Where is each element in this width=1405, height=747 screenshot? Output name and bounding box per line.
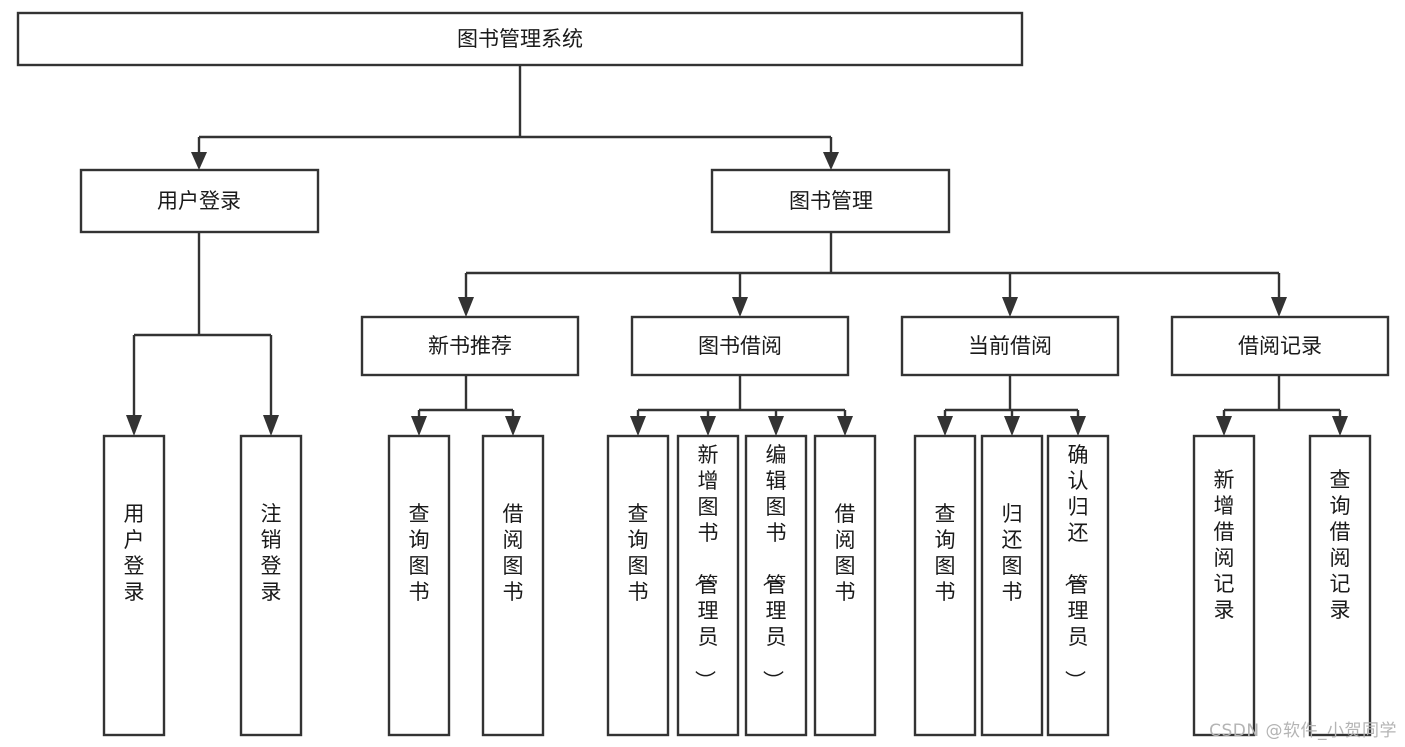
node-leaf-user-login-box[interactable]: [102, 434, 166, 737]
arrow-leaf-borrow-book-1: [505, 416, 521, 436]
connector-group-current-borrow: [937, 375, 1086, 436]
connector-group-book-borrow: [630, 375, 853, 436]
node-leaf-add-book-label: 新增图书（管理员）: [693, 443, 719, 691]
node-leaf-user-login-label: 用户登录: [124, 502, 145, 604]
node-leaf-user-logout-box[interactable]: [239, 434, 303, 737]
arrow-leaf-confirm-return: [1070, 416, 1086, 436]
node-leaf-edit-book-box[interactable]: [744, 434, 808, 737]
node-book-manage-label: 图书管理: [789, 189, 873, 213]
node-leaf-return-book-box[interactable]: [980, 434, 1044, 737]
node-leaf-query-book-1-box[interactable]: [387, 434, 451, 737]
node-root-box[interactable]: [16, 11, 1024, 67]
arrow-borrow-record: [1271, 297, 1287, 317]
connector-group-user-login: [126, 232, 279, 436]
connector-group-book-manage: [458, 232, 1287, 317]
node-leaf-query-record-box[interactable]: [1308, 434, 1372, 737]
arrow-leaf-query-book-1: [411, 416, 427, 436]
node-current-borrow[interactable]: 当前借阅: [900, 315, 1120, 377]
arrow-leaf-user-login: [126, 415, 142, 436]
node-borrow-record[interactable]: 借阅记录: [1170, 315, 1390, 377]
node-new-book-rec-label: 新书推荐: [428, 334, 512, 358]
arrow-leaf-add-book: [700, 416, 716, 436]
node-leaf-query-book-3-label: 查询图书: [935, 502, 956, 604]
connector-group-borrow-record: [1216, 375, 1348, 436]
node-leaf-return-book[interactable]: 归还图书: [980, 434, 1044, 737]
node-leaf-query-book-3-box[interactable]: [913, 434, 977, 737]
node-leaf-return-book-label: 归还图书: [1002, 502, 1023, 604]
node-leaf-borrow-book-2-label: 借阅图书: [835, 502, 856, 604]
node-leaf-user-login[interactable]: 用户登录: [102, 434, 166, 737]
node-leaf-add-record[interactable]: 新增借阅记录: [1192, 434, 1256, 737]
node-user-login-label: 用户登录: [157, 189, 241, 213]
node-leaf-user-logout-label: 注销登录: [261, 502, 282, 604]
node-borrow-record-label: 借阅记录: [1238, 334, 1322, 358]
node-book-borrow[interactable]: 图书借阅: [630, 315, 850, 377]
arrow-book-manage: [823, 152, 839, 170]
node-borrow-record-box[interactable]: [1170, 315, 1390, 377]
node-leaf-query-book-1-label: 查询图书: [409, 502, 430, 604]
node-leaf-query-record[interactable]: 查询借阅记录: [1308, 434, 1372, 737]
node-root[interactable]: 图书管理系统: [16, 11, 1024, 67]
node-book-manage-box[interactable]: [710, 168, 951, 234]
node-leaf-query-book-2-box[interactable]: [606, 434, 670, 737]
node-leaf-edit-book-label: 编辑图书（管理员）: [761, 443, 787, 691]
node-leaf-borrow-book-2-box[interactable]: [813, 434, 877, 737]
node-leaf-query-record-label: 查询借阅记录: [1330, 468, 1351, 622]
arrow-current-borrow: [1002, 297, 1018, 317]
arrow-leaf-edit-book: [768, 416, 784, 436]
node-leaf-user-logout[interactable]: 注销登录: [239, 434, 303, 737]
node-current-borrow-box[interactable]: [900, 315, 1120, 377]
node-root-label: 图书管理系统: [457, 27, 583, 51]
arrow-leaf-query-book-3: [937, 416, 953, 436]
arrow-leaf-add-record: [1216, 416, 1232, 436]
arrow-leaf-return-book: [1004, 416, 1020, 436]
node-leaf-edit-book[interactable]: 编辑图书（管理员）: [744, 434, 808, 737]
node-book-borrow-label: 图书借阅: [698, 334, 782, 358]
node-leaf-add-book-box[interactable]: [676, 434, 740, 737]
connector-group-new-book-rec: [411, 375, 521, 436]
arrow-new-book-rec: [458, 297, 474, 317]
node-new-book-rec-box[interactable]: [360, 315, 580, 377]
node-leaf-borrow-book-1[interactable]: 借阅图书: [481, 434, 545, 737]
node-book-manage[interactable]: 图书管理: [710, 168, 951, 234]
node-leaf-borrow-book-2[interactable]: 借阅图书: [813, 434, 877, 737]
node-leaf-query-book-2[interactable]: 查询图书: [606, 434, 670, 737]
arrow-leaf-user-logout: [263, 415, 279, 436]
node-leaf-query-book-1[interactable]: 查询图书: [387, 434, 451, 737]
arrow-leaf-borrow-book-2: [837, 416, 853, 436]
node-leaf-query-book-2-label: 查询图书: [628, 502, 649, 604]
arrow-book-borrow: [732, 297, 748, 317]
node-user-login[interactable]: 用户登录: [79, 168, 320, 234]
node-book-borrow-box[interactable]: [630, 315, 850, 377]
node-leaf-add-book[interactable]: 新增图书（管理员）: [676, 434, 740, 737]
node-leaf-confirm-return-label: 确认归还（管理员）: [1063, 443, 1089, 691]
node-leaf-confirm-return-box[interactable]: [1046, 434, 1110, 737]
node-leaf-query-book-3[interactable]: 查询图书: [913, 434, 977, 737]
node-leaf-borrow-book-1-box[interactable]: [481, 434, 545, 737]
arrow-user-login: [191, 152, 207, 170]
arrow-leaf-query-book-2: [630, 416, 646, 436]
node-leaf-confirm-return[interactable]: 确认归还（管理员）: [1046, 434, 1110, 737]
node-leaf-add-record-label: 新增借阅记录: [1214, 468, 1235, 622]
arrow-leaf-query-record: [1332, 416, 1348, 436]
node-current-borrow-label: 当前借阅: [968, 334, 1052, 358]
node-new-book-rec[interactable]: 新书推荐: [360, 315, 580, 377]
connector-group-root: [191, 65, 839, 170]
node-leaf-borrow-book-1-label: 借阅图书: [503, 502, 524, 604]
node-user-login-box[interactable]: [79, 168, 320, 234]
node-leaf-add-record-box[interactable]: [1192, 434, 1256, 737]
